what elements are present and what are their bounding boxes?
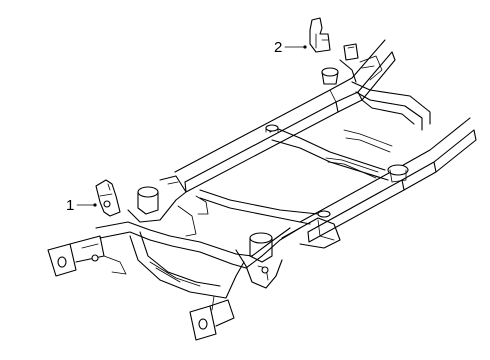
callout-2-dot — [303, 45, 307, 49]
front-right-mount — [235, 210, 341, 289]
front-left-mount — [127, 175, 209, 237]
cross-members — [199, 81, 431, 225]
front-cradle — [95, 221, 301, 299]
bracket-part-1 — [95, 179, 121, 217]
front-left-horn — [47, 235, 127, 277]
callout-1-label: 1 — [66, 197, 74, 214]
front-right-horn — [189, 295, 235, 341]
callout-2-label: 2 — [274, 39, 282, 56]
callout-2: 2 — [274, 39, 307, 56]
callout-1: 1 — [66, 197, 97, 214]
right-frame-rail — [299, 117, 477, 243]
callout-1-dot — [93, 203, 97, 207]
bracket-part-2 — [309, 17, 331, 53]
left-frame-rail — [174, 39, 396, 193]
rear-body-mount — [321, 43, 383, 85]
